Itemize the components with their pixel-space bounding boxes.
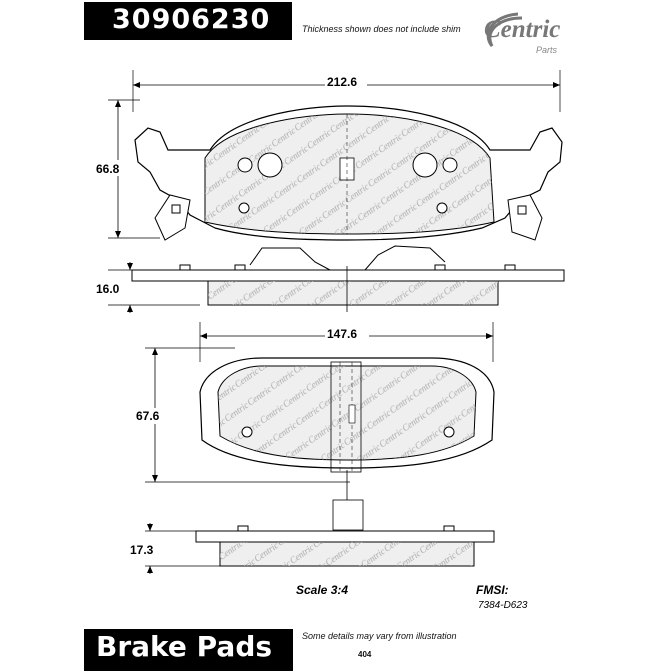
part-number: 30906230 [112, 4, 271, 35]
inner-pad-side-view [195, 499, 495, 567]
inner-height-dimension: 67.6 [132, 347, 350, 483]
part-number-box [84, 2, 292, 40]
outer-thickness-dimension: 16.0 [94, 262, 200, 313]
fmsi-code: 7384-D623 [478, 600, 528, 611]
footer-code: 404 [358, 650, 372, 659]
footer-title-box [84, 629, 293, 671]
outer-height-dimension: 66.8 [96, 99, 160, 239]
outer-width-label: 212.6 [327, 75, 357, 89]
outer-thickness-label: 16.0 [96, 282, 120, 296]
inner-width-dimension: 147.6 [199, 322, 494, 362]
outer-pad-top-view [134, 105, 563, 241]
footer-disclaimer: Some details may vary from illustration [302, 631, 457, 641]
brand-logo-swoosh-icon [486, 12, 523, 47]
fmsi-label: FMSI: [476, 583, 509, 597]
inner-pad-front-view [199, 357, 495, 528]
outer-width-dimension: 212.6 [132, 70, 561, 112]
inner-width-label: 147.6 [327, 327, 357, 341]
brand-logo: Centric [484, 16, 561, 43]
footer-title: Brake Pads [96, 630, 273, 663]
scale-label: Scale 3:4 [296, 583, 349, 597]
thickness-note: Thickness shown does not include shim [302, 24, 461, 34]
inner-thickness-label: 17.3 [130, 543, 154, 557]
outer-pad-side-view [131, 245, 565, 312]
brand-logo-sub: Parts [536, 45, 558, 55]
inner-thickness-dimension: 17.3 [128, 523, 230, 574]
inner-height-label: 67.6 [136, 409, 160, 423]
outer-height-label: 66.8 [96, 162, 120, 176]
